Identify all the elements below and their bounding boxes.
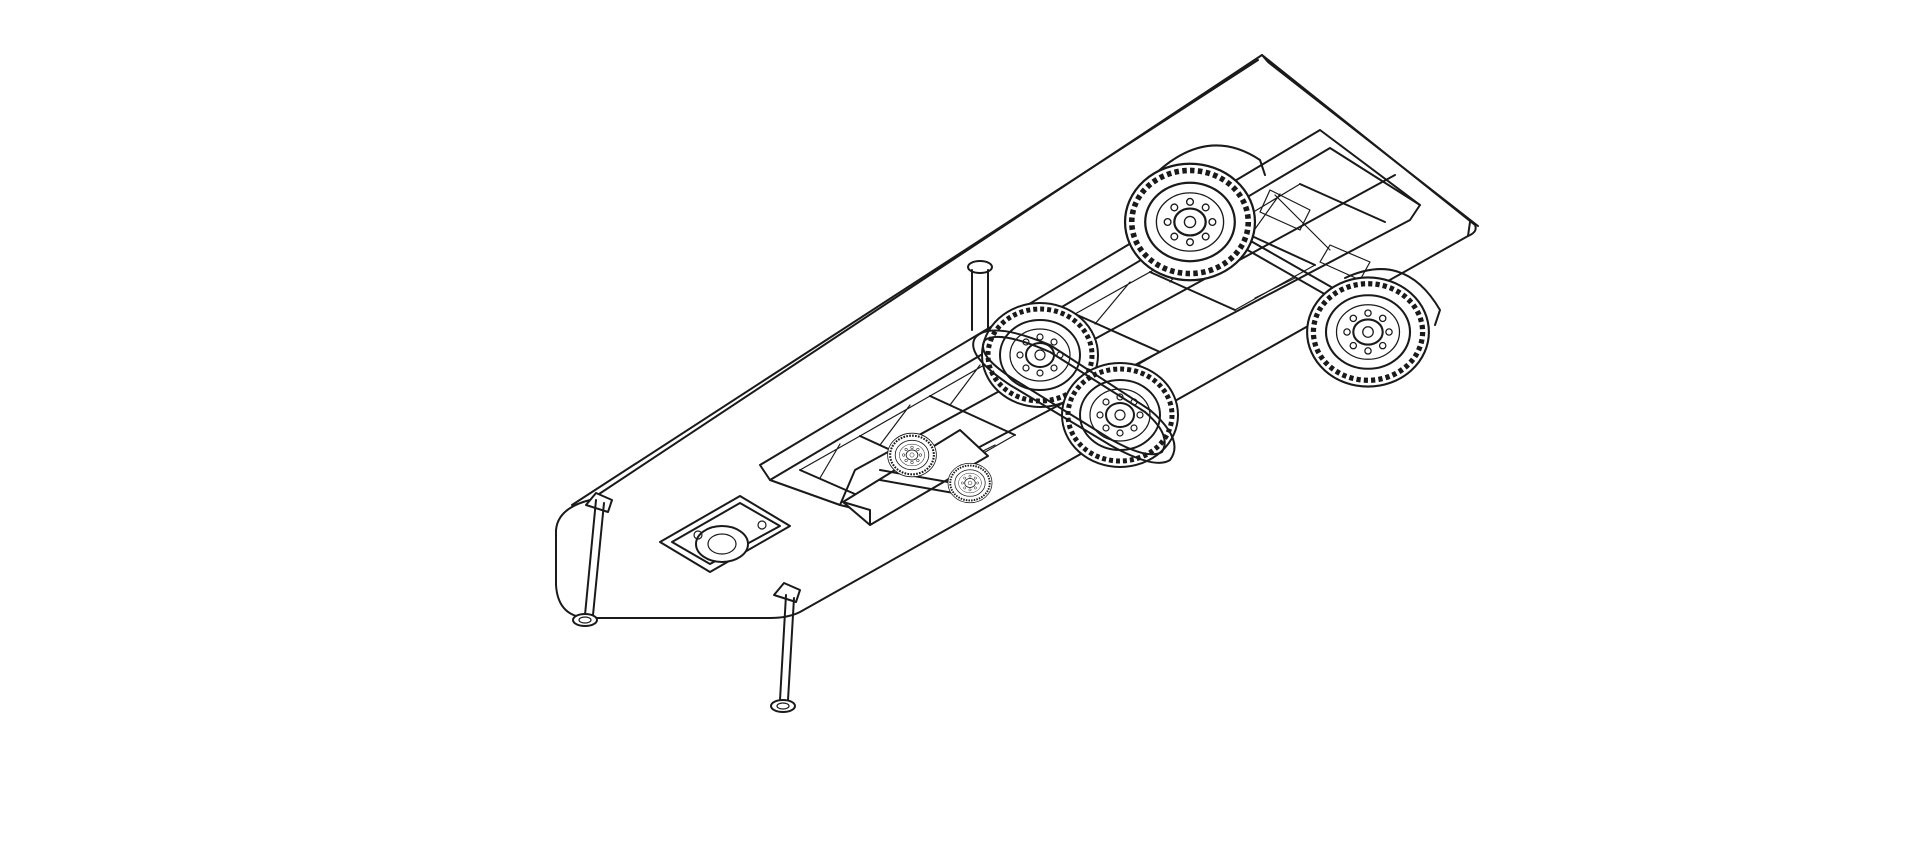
spare-wheel-cradle (972, 303, 1178, 467)
road-wheel-rear (1307, 277, 1429, 386)
road-wheel-front (1125, 164, 1255, 280)
jockey-wheel-assembly (879, 432, 993, 504)
jack-stand-front (770, 582, 801, 713)
fender-rear (1344, 268, 1441, 326)
jack-stand-rear (572, 492, 613, 627)
center-post (967, 260, 993, 331)
hitch-box (659, 495, 791, 573)
